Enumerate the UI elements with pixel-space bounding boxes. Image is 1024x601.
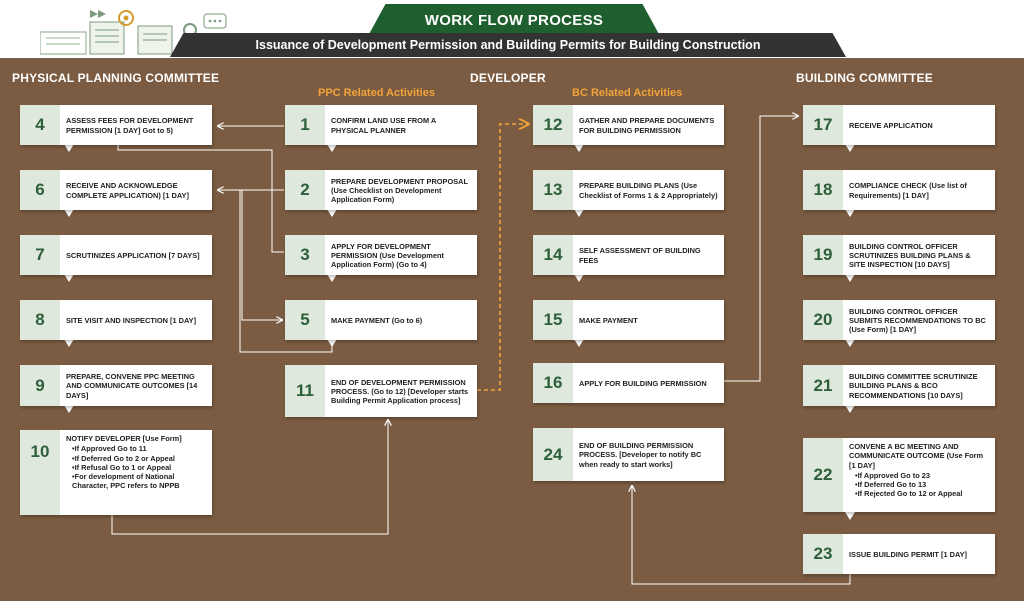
step-13: 13 PREPARE BUILDING PLANS (Use Checklist… xyxy=(533,170,724,210)
step-21: 21 BUILDING COMMITTEE SCRUTINIZE BUILDIN… xyxy=(803,365,995,406)
step-21-text: BUILDING COMMITTEE SCRUTINIZE BUILDING P… xyxy=(849,372,978,400)
step-10-bullets: If Approved Go to 11 If Deferred Go to 2… xyxy=(66,444,206,490)
step-12-text: GATHER AND PREPARE DOCUMENTS FOR BUILDIN… xyxy=(579,116,715,135)
step-13-number: 13 xyxy=(533,170,573,210)
step-14: 14 SELF ASSESSMENT OF BUILDING FEES xyxy=(533,235,724,275)
step-11-number: 11 xyxy=(285,365,325,417)
step-9-text: PREPARE, CONVENE PPC MEETING AND COMMUNI… xyxy=(66,372,198,400)
step-1-number: 1 xyxy=(285,105,325,145)
step-22-number: 22 xyxy=(803,438,843,512)
step-19: 19 BUILDING CONTROL OFFICER SCRUTINIZES … xyxy=(803,235,995,275)
step-17-number: 17 xyxy=(803,105,843,145)
step-8-number: 8 xyxy=(20,300,60,340)
step-10-text-block: NOTIFY DEVELOPER [Use Form] If Approved … xyxy=(60,430,212,515)
step-5: 5 MAKE PAYMENT (Go to 6) xyxy=(285,300,477,340)
step-7-text: SCRUTINIZES APPLICATION [7 DAYS] xyxy=(66,250,200,260)
step-19-number: 19 xyxy=(803,235,843,275)
step-15-number: 15 xyxy=(533,300,573,340)
step-4: 4 ASSESS FEES FOR DEVELOPMENT PERMISSION… xyxy=(20,105,212,145)
step-7-number: 7 xyxy=(20,235,60,275)
step-4-number: 4 xyxy=(20,105,60,145)
workflow-subtitle: Issuance of Development Permission and B… xyxy=(170,33,846,57)
step-1-text: CONFIRM LAND USE FROM A PHYSICAL PLANNER xyxy=(331,116,436,135)
step-13-text: PREPARE BUILDING PLANS (Use Checklist of… xyxy=(579,181,718,200)
step-14-text: SELF ASSESSMENT OF BUILDING FEES xyxy=(579,246,701,265)
step-15-text: MAKE PAYMENT xyxy=(579,315,638,325)
step-11: 11 END OF DEVELOPMENT PERMISSION PROCESS… xyxy=(285,365,477,417)
step-22-bullets: If Approved Go to 23 If Deferred Go to 1… xyxy=(849,471,989,499)
column-header-bc: BUILDING COMMITTEE xyxy=(796,71,933,85)
step-20: 20 BUILDING CONTROL OFFICER SUBMITS RECO… xyxy=(803,300,995,340)
step-24-text: END OF BUILDING PERMISSION PROCESS. [Dev… xyxy=(579,441,702,469)
step-6: 6 RECEIVE AND ACKNOWLEDGE COMPLETE APPLI… xyxy=(20,170,212,210)
step-11-text: END OF DEVELOPMENT PERMISSION PROCESS. (… xyxy=(331,377,469,406)
step-14-number: 14 xyxy=(533,235,573,275)
step-18: 18 COMPLIANCE CHECK (Use list of Require… xyxy=(803,170,995,210)
workflow-title: WORK FLOW PROCESS xyxy=(368,4,660,36)
step-20-number: 20 xyxy=(803,300,843,340)
step-17: 17 RECEIVE APPLICATION xyxy=(803,105,995,145)
step-10: 10 NOTIFY DEVELOPER [Use Form] If Approv… xyxy=(20,430,212,515)
step-5-number: 5 xyxy=(285,300,325,340)
step-6-number: 6 xyxy=(20,170,60,210)
step-24: 24 END OF BUILDING PERMISSION PROCESS. [… xyxy=(533,428,724,481)
step-3-number: 3 xyxy=(285,235,325,275)
workflow-illustration-icon xyxy=(40,10,227,55)
step-22-bullet: If Deferred Go to 13 xyxy=(855,480,989,489)
step-16: 16 APPLY FOR BUILDING PERMISSION xyxy=(533,363,724,403)
step-9: 9 PREPARE, CONVENE PPC MEETING AND COMMU… xyxy=(20,365,212,406)
step-10-bullet: If Deferred Go to 2 or Appeal xyxy=(72,454,206,463)
step-8: 8 SITE VISIT AND INSPECTION [1 DAY] xyxy=(20,300,212,340)
step-18-text: COMPLIANCE CHECK (Use list of Requiremen… xyxy=(849,181,967,200)
step-4-text: ASSESS FEES FOR DEVELOPMENT PERMISSION [… xyxy=(66,116,194,135)
step-23-text: ISSUE BUILDING PERMIT [1 DAY] xyxy=(849,549,967,559)
step-21-number: 21 xyxy=(803,365,843,406)
step-5-text: MAKE PAYMENT (Go to 6) xyxy=(331,315,423,325)
ppc-activities-label: PPC Related Activities xyxy=(318,87,435,99)
step-15: 15 MAKE PAYMENT xyxy=(533,300,724,340)
step-22-text-block: CONVENE A BC MEETING AND COMMUNICATE OUT… xyxy=(843,438,995,512)
step-3: 3 APPLY FOR DEVELOPMENT PERMISSION (Use … xyxy=(285,235,477,275)
step-12: 12 GATHER AND PREPARE DOCUMENTS FOR BUIL… xyxy=(533,105,724,145)
step-2: 2 PREPARE DEVELOPMENT PROPOSAL (Use Chec… xyxy=(285,170,477,210)
column-header-developer: DEVELOPER xyxy=(470,71,546,85)
step-2-text: PREPARE DEVELOPMENT PROPOSAL (Use Checkl… xyxy=(331,176,468,205)
step-10-number: 10 xyxy=(20,430,60,515)
step-23: 23 ISSUE BUILDING PERMIT [1 DAY] xyxy=(803,534,995,574)
step-1: 1 CONFIRM LAND USE FROM A PHYSICAL PLANN… xyxy=(285,105,477,145)
step-8-text: SITE VISIT AND INSPECTION [1 DAY] xyxy=(66,315,197,325)
step-10-text: NOTIFY DEVELOPER [Use Form] xyxy=(66,434,182,443)
step-2-number: 2 xyxy=(285,170,325,210)
step-10-bullet: If Refusal Go to 1 or Appeal xyxy=(72,463,206,472)
step-22-bullet: If Rejected Go to 12 or Appeal xyxy=(855,489,989,498)
step-22-text: CONVENE A BC MEETING AND COMMUNICATE OUT… xyxy=(849,442,984,470)
step-19-text: BUILDING CONTROL OFFICER SCRUTINIZES BUI… xyxy=(849,241,971,270)
step-20-text: BUILDING CONTROL OFFICER SUBMITS RECOMME… xyxy=(849,306,986,335)
step-22-bullet: If Approved Go to 23 xyxy=(855,471,989,480)
column-header-ppc: PHYSICAL PLANNING COMMITTEE xyxy=(12,71,220,85)
step-16-text: APPLY FOR BUILDING PERMISSION xyxy=(579,378,707,388)
step-23-number: 23 xyxy=(803,534,843,574)
step-10-bullet: If Approved Go to 11 xyxy=(72,444,206,453)
step-16-number: 16 xyxy=(533,363,573,403)
step-10-bullet: For development of National Character, P… xyxy=(72,472,206,491)
step-3-text: APPLY FOR DEVELOPMENT PERMISSION (Use De… xyxy=(331,241,444,270)
step-7: 7 SCRUTINIZES APPLICATION [7 DAYS] xyxy=(20,235,212,275)
step-12-number: 12 xyxy=(533,105,573,145)
step-9-number: 9 xyxy=(20,365,60,406)
step-17-text: RECEIVE APPLICATION xyxy=(849,120,933,130)
step-18-number: 18 xyxy=(803,170,843,210)
bc-activities-label: BC Related Activities xyxy=(572,87,683,99)
step-6-text: RECEIVE AND ACKNOWLEDGE COMPLETE APPLICA… xyxy=(66,181,189,200)
step-24-number: 24 xyxy=(533,428,573,481)
step-22: 22 CONVENE A BC MEETING AND COMMUNICATE … xyxy=(803,438,995,512)
